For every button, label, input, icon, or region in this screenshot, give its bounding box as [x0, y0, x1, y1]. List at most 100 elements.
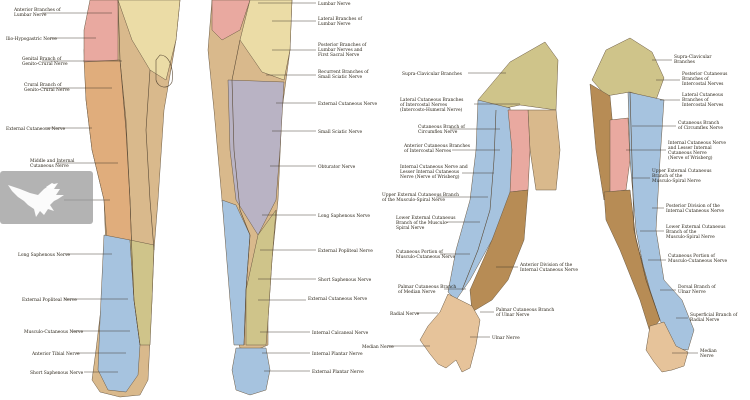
label: Lumbar Nerve	[14, 13, 47, 18]
label: Circumflex Nerve	[418, 130, 458, 135]
label: Lumbar Nerves and	[318, 48, 363, 53]
label: Median Nerve	[362, 345, 394, 350]
label: Radial Nerve	[390, 312, 420, 317]
label: Short Saphenous Nerve	[318, 278, 372, 283]
label: of Median Nerve	[398, 290, 436, 295]
label: and Lesser Internal	[668, 146, 712, 151]
front-arm-hand-skin	[419, 293, 481, 373]
label: Musculo-Spiral Nerve	[652, 179, 701, 184]
label: of the Musculo-Spiral Nerve	[382, 198, 445, 203]
front-leg-pink-zone	[83, 0, 119, 63]
label: First Sacral Nerve	[318, 53, 360, 58]
front-leg-figure	[83, 0, 181, 398]
label: Posterior Branches of	[318, 43, 367, 48]
label: Cutaneous Nerve	[668, 151, 707, 156]
label: Nerve	[700, 354, 714, 359]
label: Musculo-Spiral Nerve	[666, 235, 715, 240]
label: Genito-Crural Nerve	[24, 88, 70, 93]
label: Branches of	[682, 98, 709, 103]
label: Lesser Internal Cutaneous	[400, 170, 460, 175]
label: Lateral Branches of	[318, 17, 362, 22]
label: Palmar Cutaneous Branch	[398, 285, 456, 290]
back-arm-mid-line	[629, 91, 661, 321]
label: of Intercostal Nerves	[400, 103, 448, 108]
label: External Cutaneous Nerve	[308, 297, 368, 302]
back-leg-olive-zone	[245, 209, 277, 346]
back-leg-foot	[231, 347, 271, 396]
label: Short Saphenous Nerve	[30, 371, 84, 376]
label: Long Saphenous Nerve	[18, 253, 70, 258]
label: Branches of	[682, 77, 709, 82]
label: Ilio-Hypogastric Nerve	[6, 37, 57, 42]
label: Spiral Nerve	[396, 226, 425, 231]
label: of Ulnar Nerve	[496, 313, 530, 318]
label: Posterior Division of the	[666, 204, 720, 209]
label: Cutaneous Branch	[678, 121, 719, 126]
label: Upper External Cutaneous Branch	[382, 193, 459, 198]
label: Branch of the	[652, 174, 683, 179]
back-arm-labels: Supra-Clavicular Branches Posterior Cuta…	[652, 55, 738, 359]
label: External Cutaneous Nerve	[318, 102, 378, 107]
front-arm-forearm-brown	[469, 189, 529, 313]
back-leg-pink-zone	[211, 0, 251, 41]
front-leg-yellow-zone	[117, 0, 181, 81]
label: Internal Cutaneous Nerve	[666, 209, 724, 214]
label: Internal Cutaneous Nerve and	[400, 165, 468, 170]
front-arm-labels: Supra-Clavicular Branches Lateral Cutane…	[362, 72, 578, 350]
label: Lumbar Nerve	[318, 22, 351, 27]
label: Musculo-Cutaneous Nerve	[396, 255, 456, 260]
label: Radial Nerve	[690, 318, 720, 323]
label: Cutaneous Branch of	[418, 125, 465, 130]
label: Genital Branch of	[22, 57, 62, 62]
front-leg-inner-line	[117, 0, 141, 346]
label: Upper External Cutaneous	[652, 169, 712, 174]
label: Supra-Clavicular Branches	[402, 72, 463, 77]
label: External Popliteal Nerve	[22, 298, 77, 303]
label: Lateral Cutaneous	[682, 93, 724, 98]
front-arm-mid-line	[461, 109, 497, 291]
back-leg-labels: Lumbar Nerve Lateral Branches of Lumbar …	[308, 2, 378, 375]
back-arm-blue	[627, 91, 695, 351]
label: Cutaneous Nerve	[30, 164, 69, 169]
label: External Cutaneous Nerve	[6, 127, 66, 132]
label: Genito-Crural Nerve	[22, 62, 68, 67]
label: Obturator Nerve	[318, 165, 356, 170]
front-arm-shoulder-olive	[477, 41, 559, 111]
back-arm-hand-skin	[645, 321, 689, 373]
label: Lateral Cutaneous Branches	[400, 98, 464, 103]
label: Small Sciatic Nerve	[318, 75, 363, 80]
label: Anterior Branches of	[13, 8, 61, 13]
label: Posterior Cutaneous	[682, 72, 728, 77]
label: Anterior Division of the	[519, 263, 573, 268]
label: Internal Calcaneal Nerve	[312, 331, 369, 336]
eagle-logo	[0, 171, 93, 224]
label: Anterior Cutaneous Branches	[403, 144, 471, 149]
label: Supra-Clavicular	[674, 55, 712, 60]
label: Middle and Internal	[30, 159, 75, 164]
label: Crural Branch of	[24, 83, 62, 88]
front-leg-labels: Anterior Branches of Lumbar Nerve Ilio-H…	[6, 8, 84, 376]
label: Superficial Branch of	[690, 313, 738, 318]
label: Anterior Tibial Nerve	[31, 352, 80, 357]
label: of Circumflex Nerve	[678, 126, 723, 131]
back-leg-lavender-zone	[227, 79, 285, 236]
label: (Intercosto-Humeral Nerve)	[400, 108, 463, 113]
label: Lumbar Nerve	[318, 2, 351, 7]
label: Recurrent Branches of	[318, 70, 369, 75]
front-leg-genital-outline	[155, 54, 173, 88]
label: Nerve (Nerve of Wrisberg)	[400, 175, 460, 180]
label: External Plantar Nerve	[312, 370, 364, 375]
label: Small Sciatic Nerve	[318, 130, 363, 135]
label: Ulnar Nerve	[678, 290, 706, 295]
label: Lower External Cutaneous	[396, 216, 456, 221]
label: Branches	[674, 60, 696, 65]
label: (Nerve of Wrisberg)	[668, 156, 713, 161]
back-arm-pink	[609, 117, 631, 193]
label: Internal Plantar Nerve	[312, 352, 363, 357]
label: Internal Cutaneous Nerve	[520, 268, 578, 273]
back-arm-shoulder-olive	[591, 37, 665, 101]
label: Branch of the	[666, 230, 697, 235]
label: Long Saphenous Nerve	[318, 214, 370, 219]
label: Lower External Cutaneous	[666, 225, 726, 230]
label: Intercostal Nerves	[682, 103, 724, 108]
